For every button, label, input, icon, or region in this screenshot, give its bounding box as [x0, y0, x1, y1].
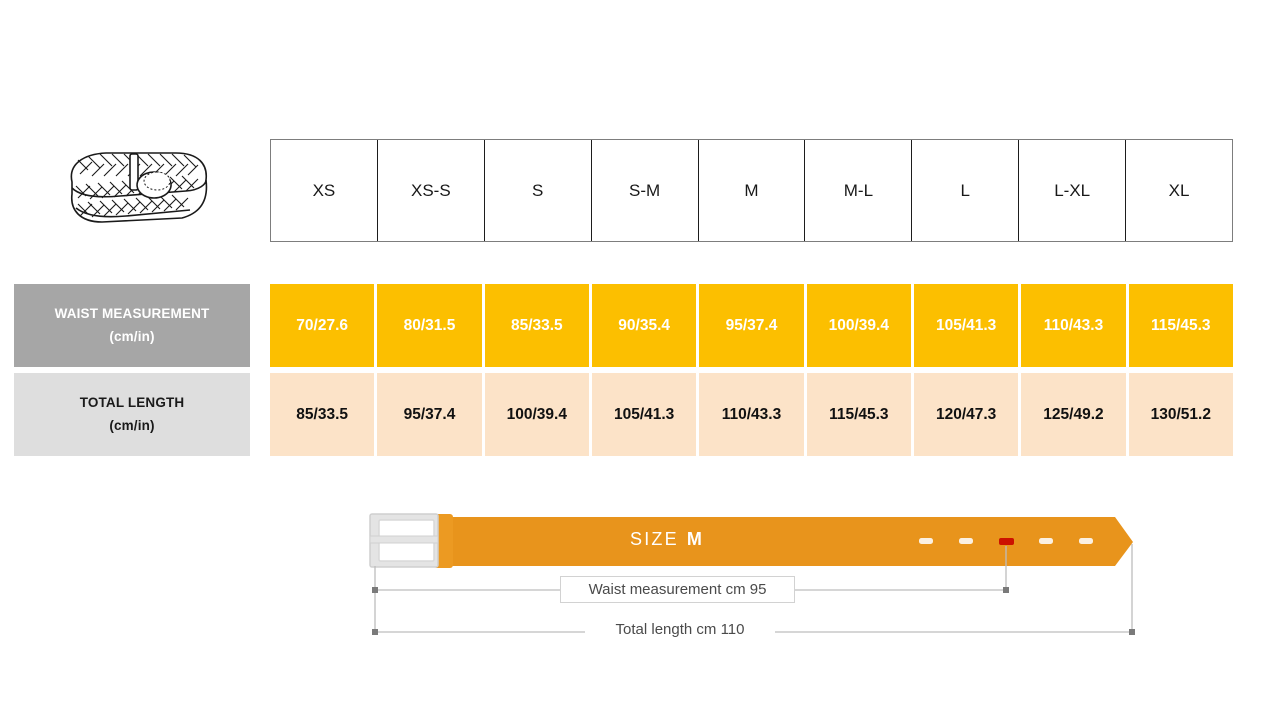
size-header-label: XL	[1168, 180, 1190, 200]
size-header-label: M	[744, 180, 759, 200]
waist-value-cell: 70/27.6	[270, 284, 375, 367]
belt-hole-icon	[959, 538, 973, 544]
length-value-cell: 130/51.2	[1128, 373, 1233, 456]
product-illustration	[58, 142, 218, 238]
belt-keeper-shape	[129, 153, 139, 191]
braided-belt-icon	[70, 152, 208, 223]
size-header-cell: L-XL	[1019, 140, 1127, 241]
size-header-cell: XS	[271, 140, 378, 241]
belt-hole-highlighted-icon	[999, 538, 1014, 545]
size-header-table: XS XS-S S S-M M M-L L L-XL XL	[270, 139, 1233, 242]
total-length-row: TOTAL LENGTH (cm/in) 85/33.5 95/37.4 100…	[14, 373, 1233, 456]
belt-dimension-diagram	[355, 500, 1155, 650]
size-header-label: L	[960, 180, 971, 200]
waist-dim-marker-left	[372, 587, 378, 593]
size-header-label: M-L	[843, 180, 874, 200]
waist-label-line2: (cm/in)	[109, 328, 155, 344]
waist-value-cell: 95/37.4	[699, 284, 804, 367]
belt-hole-icon	[919, 538, 933, 544]
length-value-cell: 120/47.3	[913, 373, 1019, 456]
size-header-label: XS-S	[410, 180, 451, 200]
length-value-cell: 115/45.3	[806, 373, 911, 456]
size-header-cell: M	[699, 140, 806, 241]
size-header-cell: M-L	[805, 140, 913, 241]
size-header-label: XS	[312, 180, 336, 200]
belt-hole-icon	[1039, 538, 1053, 544]
belt-schematic	[369, 513, 1135, 635]
waist-value-cell: 115/45.3	[1128, 284, 1233, 367]
belt-buckle-inner-shape	[143, 171, 171, 191]
size-header-cell: L	[912, 140, 1020, 241]
size-header-cell: S-M	[592, 140, 699, 241]
size-header-cell: S	[485, 140, 592, 241]
size-header-label: L-XL	[1054, 180, 1091, 200]
waist-value-cell: 110/43.3	[1021, 284, 1126, 367]
length-label-line2: (cm/in)	[109, 417, 155, 433]
total-length-value-cells: 85/33.5 95/37.4 100/39.4 105/41.3 110/43…	[270, 373, 1233, 456]
total-length-label: TOTAL LENGTH (cm/in)	[14, 373, 250, 456]
size-header-label: S	[532, 180, 544, 200]
waist-label-line1: WAIST MEASUREMENT	[54, 306, 210, 322]
length-value-cell: 95/37.4	[377, 373, 482, 456]
waist-value-cell: 85/33.5	[484, 284, 589, 367]
waist-measurement-label: WAIST MEASUREMENT (cm/in)	[14, 284, 250, 367]
length-dim-marker-left	[372, 629, 378, 635]
length-value-cell: 100/39.4	[484, 373, 589, 456]
length-label-line1: TOTAL LENGTH	[79, 395, 185, 411]
waist-value-cell: 80/31.5	[377, 284, 482, 367]
length-value-cell: 105/41.3	[591, 373, 697, 456]
buckle-prong-bar-icon	[369, 535, 439, 544]
waist-value-cell: 100/39.4	[806, 284, 911, 367]
waist-dim-marker-right	[1003, 587, 1009, 593]
length-value-cell: 110/43.3	[699, 373, 804, 456]
size-header-cell: XL	[1126, 140, 1232, 241]
size-header-cell: XS-S	[378, 140, 485, 241]
length-value-cell: 125/49.2	[1021, 373, 1126, 456]
waist-measurement-row: WAIST MEASUREMENT (cm/in) 70/27.6 80/31.…	[14, 284, 1233, 367]
waist-dimension-label: Waist measurement cm 95	[560, 576, 795, 603]
belt-strap-shape	[443, 517, 1133, 566]
length-dim-marker-right	[1129, 629, 1135, 635]
waist-value-cell: 105/41.3	[913, 284, 1019, 367]
size-header-label: S-M	[629, 180, 661, 200]
length-dimension-label: Total length cm 110	[585, 617, 775, 641]
waist-value-cells: 70/27.6 80/31.5 85/33.5 90/35.4 95/37.4 …	[270, 284, 1233, 367]
length-value-cell: 85/33.5	[270, 373, 375, 456]
waist-value-cell: 90/35.4	[591, 284, 697, 367]
belt-hole-icon	[1079, 538, 1093, 544]
